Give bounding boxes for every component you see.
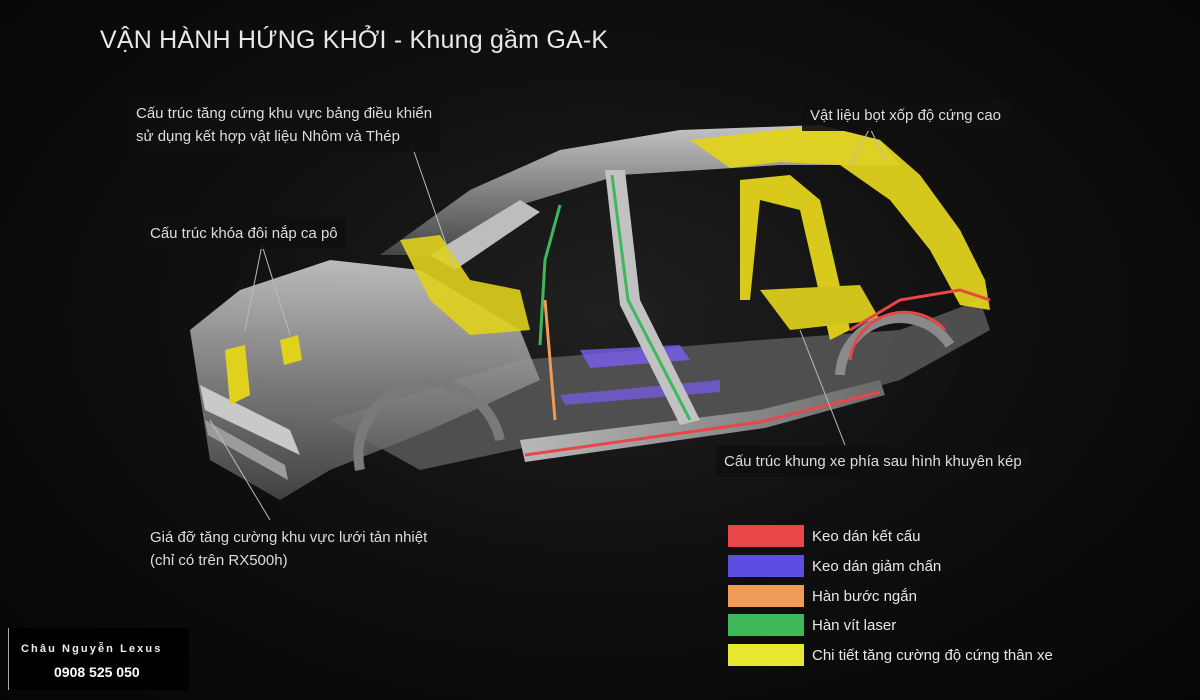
dealer-name: Châu Nguyễn Lexus bbox=[21, 643, 163, 655]
page-title: VẬN HÀNH HỨNG KHỞI - Khung gầm GA-K bbox=[100, 26, 609, 54]
dealer-watermark: Châu Nguyễn Lexus 0908 525 050 bbox=[8, 628, 189, 690]
legend-label: Keo dán kết cấu bbox=[812, 527, 921, 545]
callout-hood-lock: Cấu trúc khóa đôi nắp ca pô bbox=[142, 218, 346, 249]
callout-leaders bbox=[209, 127, 886, 521]
rear-weld-red bbox=[849, 288, 991, 332]
legend-item: Hàn vít laser bbox=[728, 613, 896, 637]
callout-dashboard: Cấu trúc tăng cứng khu vực bảng điều khi… bbox=[128, 98, 441, 152]
callout-dashboard-line2: sử dụng kết hợp vật liệu Nhôm và Thép bbox=[136, 128, 400, 145]
rear-arch-red bbox=[848, 310, 947, 361]
bumper-beam bbox=[200, 385, 300, 455]
legend-label: Chi tiết tăng cường độ cứng thân xe bbox=[812, 646, 1053, 664]
legend-swatch-short-pitch-welding bbox=[728, 585, 804, 607]
legend-swatch-laser-screw-welding bbox=[728, 614, 804, 636]
rear-reinforcement bbox=[690, 125, 990, 310]
legend-item: Hàn bước ngắn bbox=[728, 584, 917, 608]
legend-item: Chi tiết tăng cường độ cứng thân xe bbox=[728, 643, 1053, 667]
radiator-bracket bbox=[225, 345, 250, 405]
dealer-phone: 0908 525 050 bbox=[54, 664, 140, 680]
legend-label: Keo dán giảm chấn bbox=[812, 557, 942, 575]
hood-lock-bracket bbox=[280, 335, 302, 365]
b-pillar bbox=[605, 170, 700, 425]
front-wheel-arch bbox=[353, 378, 505, 472]
legend-label: Hàn bước ngắn bbox=[812, 587, 917, 605]
dashboard-reinforcement bbox=[400, 235, 530, 335]
rear-floor-yellow bbox=[760, 285, 880, 330]
bumper-beam-lower bbox=[205, 420, 288, 480]
sill-weld-red bbox=[524, 390, 881, 457]
legend-swatch-body-reinforcement bbox=[728, 644, 804, 666]
a-pillar-laser-weld bbox=[538, 204, 562, 346]
legend-swatch-damping-adhesive bbox=[728, 555, 804, 577]
rear-wheel-arch bbox=[835, 313, 955, 376]
callout-radiator-line2: (chỉ có trên RX500h) bbox=[150, 552, 288, 569]
b-pillar-laser-weld bbox=[610, 174, 692, 421]
legend-item: Keo dán kết cấu bbox=[728, 524, 920, 548]
a-pillar bbox=[430, 200, 540, 270]
callout-foam: Vật liệu bọt xốp độ cứng cao bbox=[802, 100, 1010, 131]
legend-label: Hàn vít laser bbox=[812, 616, 897, 634]
callout-dashboard-line1: Cấu trúc tăng cứng khu vực bảng điều khi… bbox=[136, 105, 433, 122]
door-ring-orange bbox=[543, 299, 557, 421]
callout-radiator-line1: Giá đỡ tăng cường khu vực lưới tản nhiệt bbox=[150, 529, 428, 546]
callout-rear-frame: Cấu trúc khung xe phía sau hình khuyên k… bbox=[716, 446, 1030, 477]
callout-radiator: Giá đỡ tăng cường khu vực lưới tản nhiệt… bbox=[142, 522, 435, 576]
legend-item: Keo dán giảm chấn bbox=[728, 554, 941, 578]
legend-swatch-structural-adhesive bbox=[728, 525, 804, 547]
